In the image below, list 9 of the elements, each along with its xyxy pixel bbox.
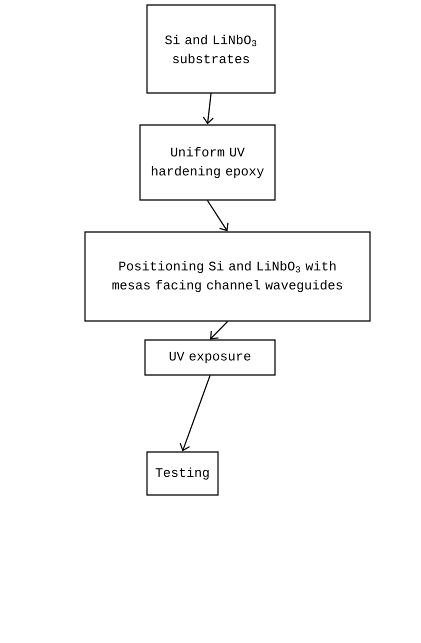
arrow bbox=[210, 321, 228, 340]
arrow bbox=[202, 94, 214, 124]
process-box: Positioning Si and LiNbO$_{3}$ with mesas facing channel waveguides bbox=[84, 231, 371, 322]
process-box: Uniform UV hardening epoxy bbox=[139, 124, 276, 201]
process-box: UV exposure bbox=[144, 339, 276, 376]
process-box: Testing bbox=[146, 451, 219, 496]
process-box: Si and LiNbO$_{3}$ substrates bbox=[146, 4, 276, 94]
arrow bbox=[180, 375, 211, 452]
arrow bbox=[207, 200, 229, 232]
